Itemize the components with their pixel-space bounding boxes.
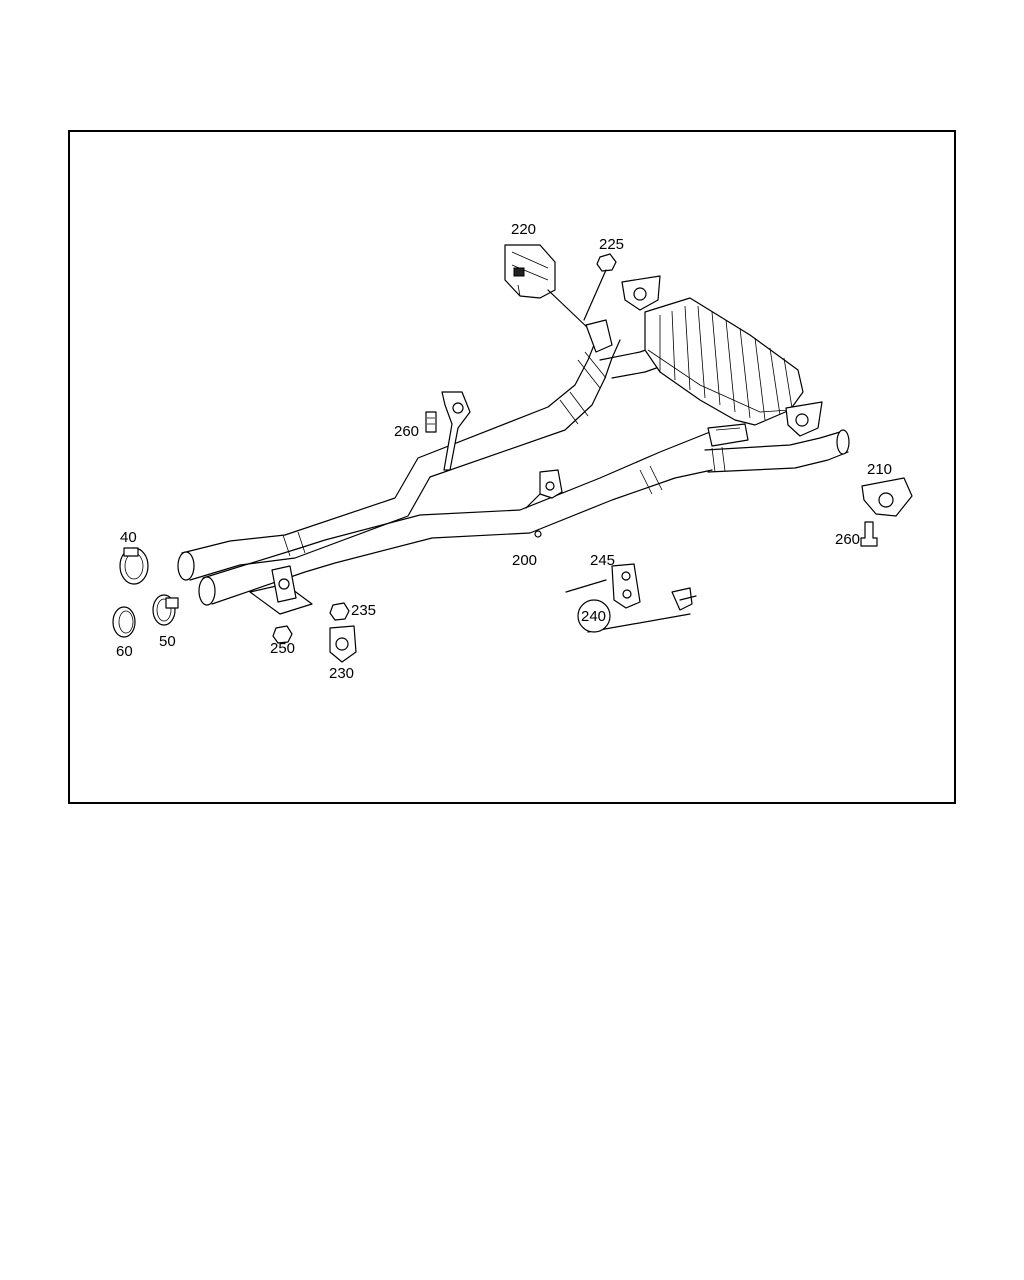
muffler-body (644, 297, 804, 426)
lower-pipe-bottom-edge (211, 469, 713, 605)
tailpipe-end (836, 429, 850, 455)
callout-220: 220 (511, 221, 536, 238)
center-hanger (525, 469, 563, 509)
clamp-40 (119, 547, 149, 585)
pipe-joint (639, 446, 726, 495)
diagram-frame (68, 130, 956, 804)
callout-250: 250 (270, 640, 295, 657)
nut-235 (329, 602, 350, 621)
nut-250 (272, 625, 293, 644)
bracket-240 (671, 587, 697, 611)
exhaust-pipe-assembly (177, 324, 850, 606)
rubber-mount-210 (861, 477, 913, 517)
rubber-mount-230 (329, 625, 357, 663)
flap-actuator-220 (504, 244, 613, 353)
pipe-joint (282, 391, 589, 557)
bolt-260 (860, 521, 878, 547)
leader-225 (583, 269, 607, 321)
callout-245: 245 (590, 552, 615, 569)
pipe-bracket-rear (707, 423, 749, 447)
hanger-bracket-260 (425, 391, 471, 471)
rear-muffler (644, 297, 804, 426)
callout-230: 230 (329, 665, 354, 682)
clamp-50 (152, 594, 179, 626)
callout-260-upper: 260 (394, 423, 419, 440)
inlet-end-upper (177, 551, 195, 581)
sensor-boss (534, 530, 542, 538)
callout-60: 60 (116, 643, 133, 660)
callout-240: 240 (581, 608, 606, 625)
pipe-joint (577, 351, 607, 389)
muffler-edge (647, 349, 791, 413)
front-bracket (249, 565, 313, 615)
callout-210: 210 (867, 461, 892, 478)
callout-circle-240 (577, 599, 611, 633)
hanger-245 (611, 563, 641, 609)
callout-200: 200 (512, 552, 537, 569)
callout-225: 225 (599, 236, 624, 253)
muffler-rib (659, 305, 793, 421)
muffler-hanger-rear (785, 401, 823, 437)
callout-260-lower: 260 (835, 531, 860, 548)
inlet-end-lower (198, 576, 216, 606)
kit-240-outline (565, 579, 691, 633)
lower-pipe-top-edge (202, 431, 711, 579)
tailpipe-top (704, 431, 841, 451)
callout-40: 40 (120, 529, 137, 546)
tailpipe-bottom (707, 451, 849, 473)
crossover-pipe-bottom (611, 365, 663, 379)
callout-50: 50 (159, 633, 176, 650)
upper-pipe-top-edge (181, 324, 606, 554)
nut-225 (596, 253, 617, 272)
callout-235: 235 (351, 602, 376, 619)
sleeve-60 (112, 606, 136, 638)
upper-pipe-bottom-edge (189, 339, 621, 581)
muffler-hanger-front (621, 275, 661, 311)
